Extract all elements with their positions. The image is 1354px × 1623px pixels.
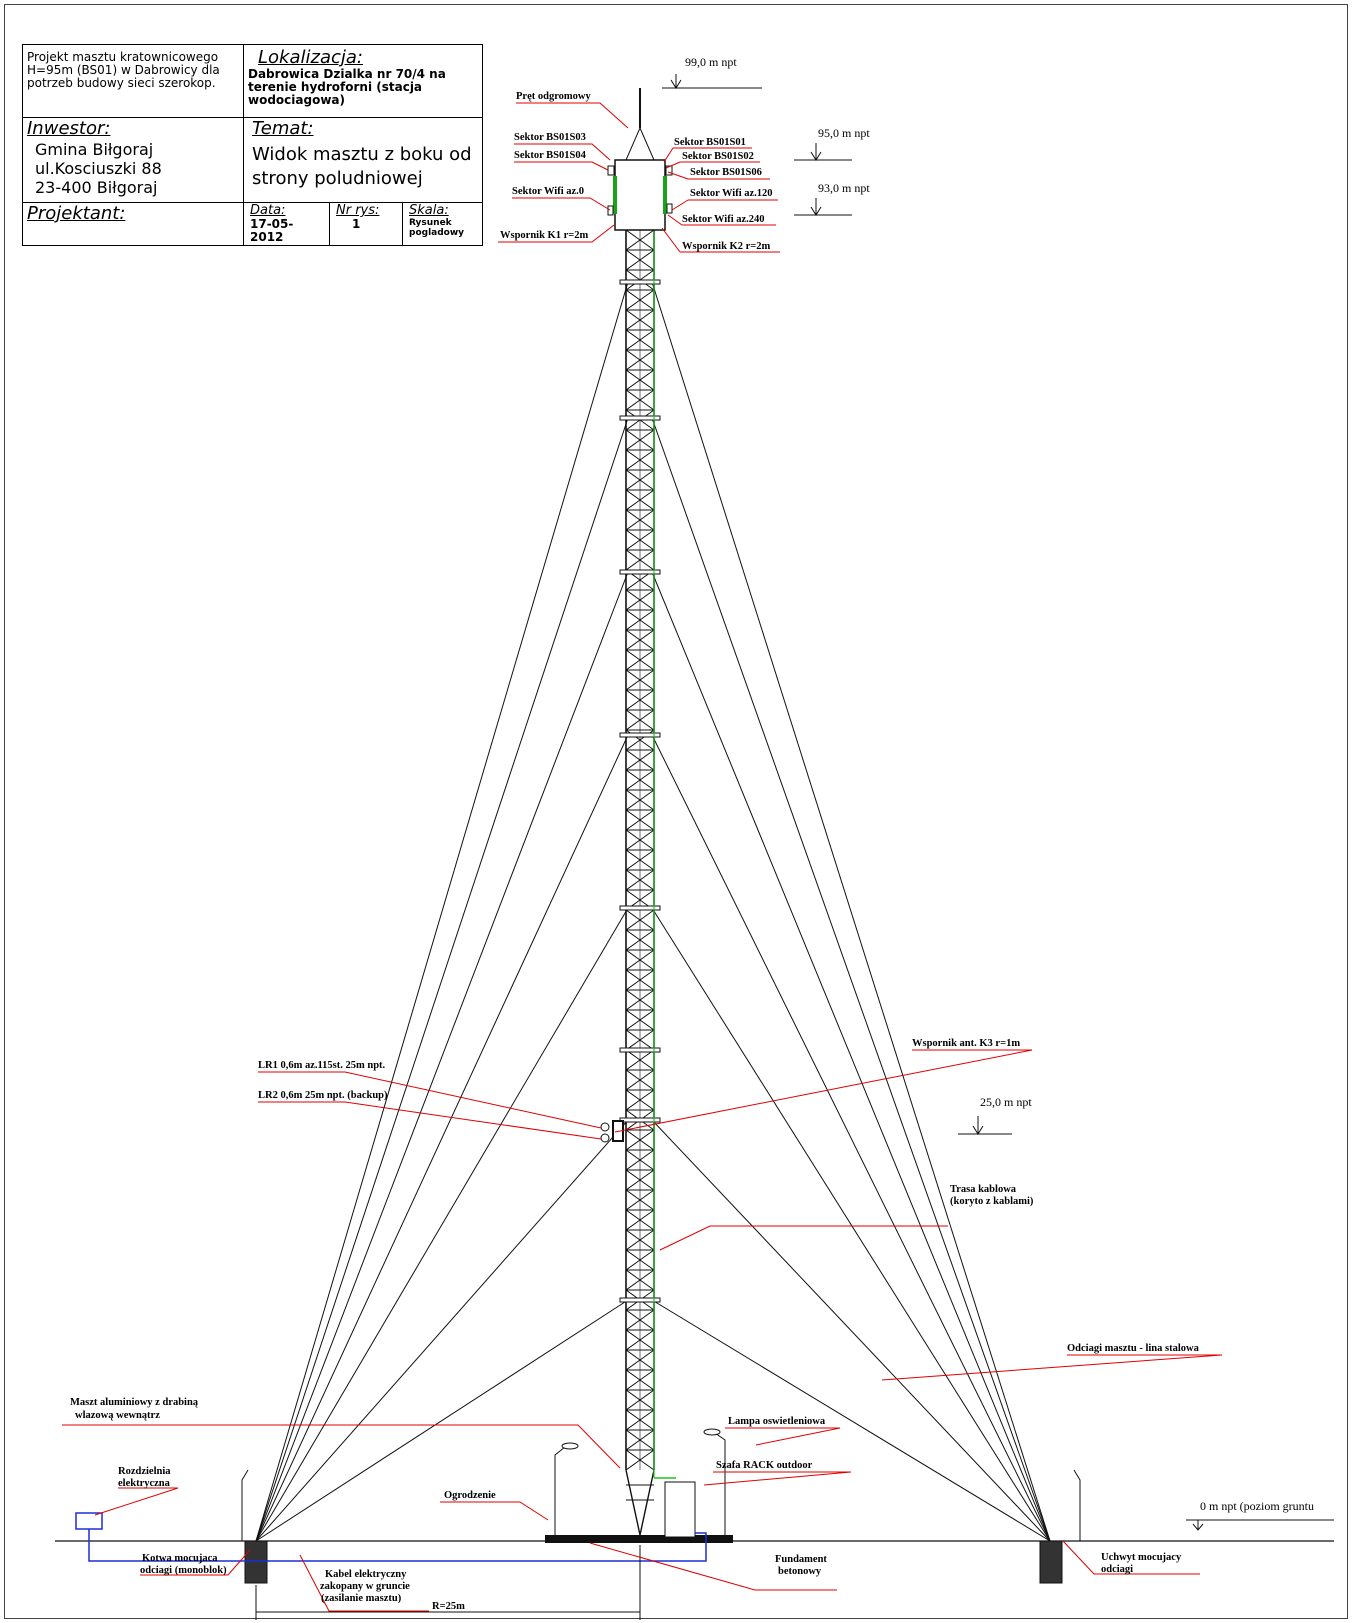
label-cable-2: zakopany w gruncie	[320, 1581, 410, 1592]
label-sector-s04: Sektor BS01S04	[514, 150, 587, 161]
electrical-switchboard	[75, 1512, 103, 1530]
label-lightning-rod: Pręt odgromowy	[516, 91, 591, 102]
label-wifi-120: Sektor Wifi az.120	[690, 188, 773, 199]
guy-wire-left	[255, 1119, 629, 1542]
label-bracket-k3: Wspornik ant. K3 r=1m	[912, 1038, 1020, 1049]
anchor-block-left	[244, 1540, 268, 1584]
date-header: Data:	[250, 203, 286, 218]
guy-wire-left	[255, 417, 629, 1542]
label-cable-1: Kabel elektryczny	[325, 1569, 407, 1580]
power-cable	[88, 1529, 707, 1562]
label-holder-1: Uchwyt mocujacy	[1101, 1552, 1182, 1563]
label-lamp: Lampa oswietleniowa	[728, 1416, 826, 1427]
lamp-post-right	[705, 1432, 726, 1541]
label-bracket-k2: Wspornik K2 r=2m	[682, 241, 770, 252]
label-wifi-240: Sektor Wifi az.240	[682, 214, 765, 225]
location-header: Lokalizacja:	[258, 47, 363, 68]
guy-wire-right	[651, 907, 1051, 1542]
guy-wire-right	[651, 417, 1051, 1542]
label-foundation-1: Fundament	[775, 1554, 827, 1565]
drawing-labels: Pręt odgromowy Sektor BS01S03 Sektor BS0…	[70, 91, 1200, 1612]
designer-header: Projektant:	[27, 203, 126, 224]
investor-line-3: 23-400 Biłgoraj	[35, 178, 158, 197]
drawing-frame	[4, 4, 1348, 1619]
level-marker-95: 95,0 m npt	[794, 126, 870, 161]
guy-wire-right	[651, 571, 1051, 1542]
level-text-25: 25,0 m npt	[980, 1095, 1032, 1109]
guy-wire-left	[255, 281, 629, 1542]
label-lr1: LR1 0,6m az.115st. 25m npt.	[258, 1060, 386, 1071]
title-block: Projekt masztu kratownicowego H=95m (BS0…	[22, 44, 483, 246]
guy-wires	[255, 281, 1051, 1542]
lamp-post-left	[554, 1446, 577, 1541]
label-anchor-2: odciagi (monoblok)	[140, 1565, 227, 1576]
label-bracket-k1: Wspornik K1 r=2m	[500, 230, 588, 241]
anchor-block-right	[1039, 1540, 1063, 1584]
label-radius: R=25m	[432, 1601, 465, 1612]
guy-wire-left	[255, 1299, 629, 1542]
level-marker-0: 0 m npt (poziom gruntu	[1186, 1499, 1334, 1531]
label-anchor-1: Kotwa mocujaca	[142, 1553, 218, 1564]
level-text-0: 0 m npt (poziom gruntu	[1200, 1499, 1314, 1513]
label-wifi-0: Sektor Wifi az.0	[512, 186, 584, 197]
guy-wire-left	[255, 571, 629, 1542]
label-cable-route-1: Trasa kablowa	[950, 1184, 1017, 1195]
rack-cabinet	[664, 1481, 696, 1538]
location-cell: Lokalizacja: Dabrowica Dzialka nr 70/4 n…	[243, 44, 483, 118]
scale-cell: Skala: Rysunek pogladowy	[402, 202, 483, 246]
label-sector-s03: Sektor BS01S03	[514, 132, 586, 143]
level-text-99: 99,0 m npt	[685, 55, 737, 69]
fence-post-left	[241, 1469, 249, 1541]
topic-text: Widok masztu z boku od strony poludniowe…	[252, 144, 472, 189]
concrete-foundation	[545, 1535, 733, 1543]
level-marker-99: 99,0 m npt	[662, 55, 762, 89]
label-switchboard-1: Rozdzielnia	[118, 1466, 171, 1477]
guy-wire-right	[651, 281, 1051, 1542]
location-text: Dabrowica Dzialka nr 70/4 na terenie hyd…	[248, 67, 446, 107]
investor-line-1: Gmina Biłgoraj	[35, 140, 154, 159]
label-lr2: LR2 0,6m 25m npt. (backup)	[258, 1090, 388, 1101]
date-text: 17-05-2012	[250, 217, 294, 244]
level-text-95: 95,0 m npt	[818, 126, 870, 140]
scale-header: Skala:	[409, 203, 449, 218]
fence-post-right	[1073, 1469, 1081, 1541]
scale-text: Rysunek pogladowy	[409, 218, 465, 238]
level-text-93: 93,0 m npt	[818, 181, 870, 195]
label-fence: Ogrodzenie	[444, 1490, 496, 1501]
investor-header: Inwestor:	[27, 118, 111, 139]
rod-support-right	[639, 127, 655, 161]
guy-wire-right	[651, 1119, 1051, 1542]
label-sector-s01: Sektor BS01S01	[674, 137, 746, 148]
top-antenna-bracket	[607, 159, 673, 231]
label-mast-2: wlazową wewnątrz	[75, 1410, 160, 1421]
label-rack: Szafa RACK outdoor	[716, 1460, 813, 1471]
level-marker-25: 25,0 m npt	[958, 1095, 1032, 1135]
label-foundation-2: betonowy	[778, 1566, 822, 1577]
label-mast-1: Maszt aluminiowy z drabiną	[70, 1397, 199, 1408]
leader-lines	[62, 102, 1223, 1612]
label-sector-s06: Sektor BS01S06	[690, 167, 762, 178]
project-text: Projekt masztu kratownicowego H=95m (BS0…	[27, 50, 220, 90]
guy-wire-right	[651, 734, 1051, 1542]
label-cable-route-2: (koryto z kablami)	[950, 1196, 1034, 1207]
guy-wire-left	[255, 907, 629, 1542]
guy-wire-right	[651, 1299, 1051, 1542]
drawing-no-header: Nr rys:	[336, 203, 380, 218]
label-sector-s02: Sektor BS01S02	[682, 151, 754, 162]
guy-wire-left	[255, 734, 629, 1542]
investor-line-2: ul.Kosciuszki 88	[35, 159, 162, 178]
lattice-mast	[619, 229, 661, 1536]
label-guy-wires: Odciagi masztu - lina stalowa	[1067, 1343, 1200, 1354]
drawing-no-text: 1	[352, 217, 361, 231]
rod-support-left	[625, 127, 641, 161]
level-marker-93: 93,0 m npt	[794, 181, 870, 216]
topic-header: Temat:	[252, 118, 314, 139]
label-switchboard-2: elektryczna	[118, 1478, 171, 1489]
label-holder-2: odciagi	[1101, 1564, 1133, 1575]
label-cable-3: (zasilanie masztu)	[321, 1593, 402, 1604]
